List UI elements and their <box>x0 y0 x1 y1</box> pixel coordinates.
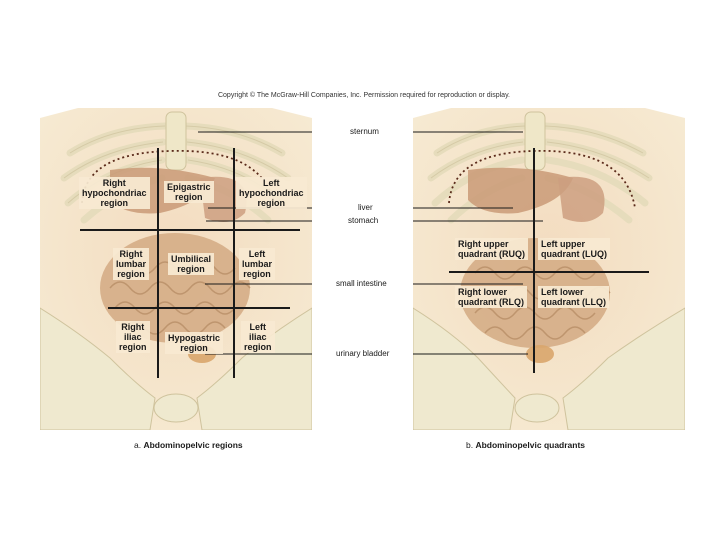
caption-regions-title: Abdominopelvic regions <box>143 440 243 450</box>
organ-label-small-intestine: small intestine <box>333 279 390 289</box>
caption-regions: a. Abdominopelvic regions <box>134 440 243 450</box>
organ-label-urinary-bladder: urinary bladder <box>333 349 393 359</box>
caption-regions-prefix: a. <box>134 440 142 450</box>
organ-label-stomach: stomach <box>345 216 382 226</box>
copyright-notice: Copyright © The McGraw-Hill Companies, I… <box>217 92 510 99</box>
caption-quadrants-prefix: b. <box>466 440 474 450</box>
torso-illustration-quadrants <box>413 108 685 430</box>
caption-quadrants-title: Abdominopelvic quadrants <box>475 440 586 450</box>
caption-quadrants: b. Abdominopelvic quadrants <box>466 440 585 450</box>
organ-label-sternum: sternum <box>347 127 382 137</box>
organ-label-liver: liver <box>355 203 376 213</box>
